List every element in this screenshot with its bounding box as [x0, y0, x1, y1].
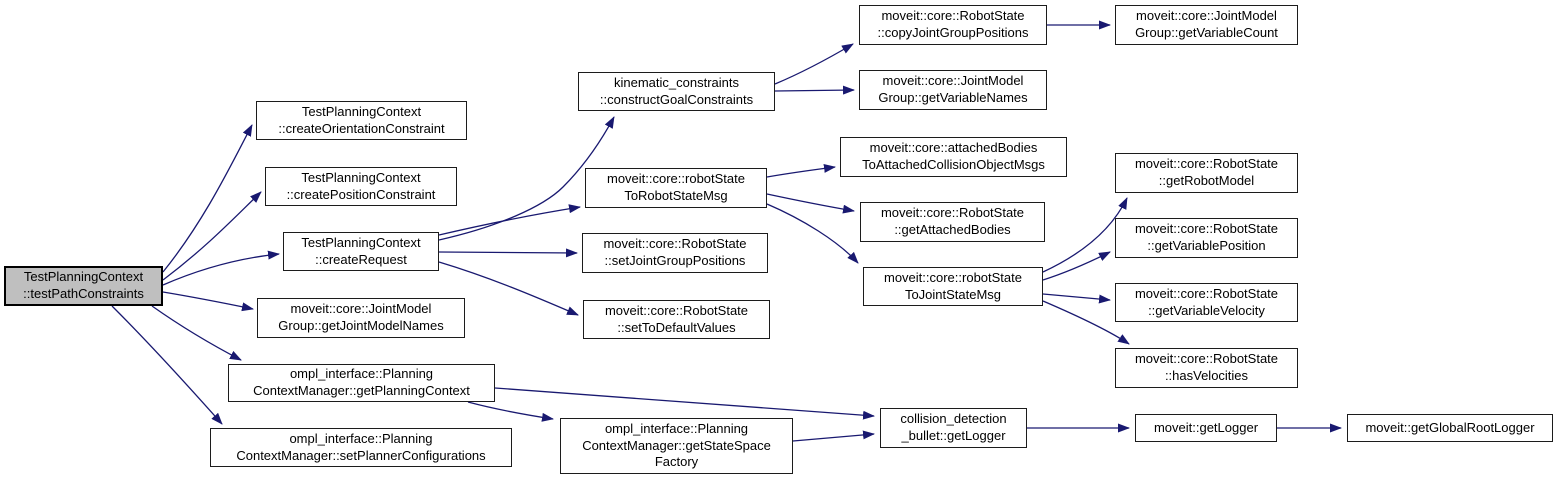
node-get-state-space-factory[interactable]: ompl_interface::Planning ContextManager:… — [560, 418, 793, 474]
edge-robot-state-to-robot-state-msg-to-attached-bodies — [766, 163, 836, 178]
edge-create-request-to-robot-state-to-robot-state-msg — [438, 204, 581, 236]
edge-construct-goal-constraints-to-get-variable-names — [774, 85, 855, 95]
node-set-joint-group-positions[interactable]: moveit::core::RobotState ::setJointGroup… — [582, 233, 768, 273]
edge-test-path-constraints-to-get-joint-model-names — [162, 291, 254, 312]
edge-get-planning-context-to-collision-detection-bullet-get-logger — [494, 387, 875, 420]
node-get-variable-names[interactable]: moveit::core::JointModel Group::getVaria… — [859, 70, 1047, 110]
node-get-variable-position[interactable]: moveit::core::RobotState ::getVariablePo… — [1115, 218, 1298, 258]
node-has-velocities[interactable]: moveit::core::RobotState ::hasVelocities — [1115, 348, 1298, 388]
edge-robot-state-to-robot-state-msg-to-robot-state-to-joint-state-msg — [766, 203, 859, 264]
edge-create-request-to-set-joint-group-positions — [438, 248, 578, 258]
node-get-robot-model[interactable]: moveit::core::RobotState ::getRobotModel — [1115, 153, 1298, 193]
node-construct-goal-constraints[interactable]: kinematic_constraints ::constructGoalCon… — [578, 72, 775, 111]
edge-robot-state-to-joint-state-msg-to-has-velocities — [1042, 300, 1130, 345]
edge-get-planning-context-to-get-state-space-factory — [467, 401, 554, 422]
edge-test-path-constraints-to-create-orientation-constraint — [162, 124, 253, 273]
node-create-orientation-constraint[interactable]: TestPlanningContext ::createOrientationC… — [256, 101, 467, 140]
node-attached-bodies-to-attached-collision-object-msgs[interactable]: moveit::core::attachedBodies ToAttachedC… — [840, 137, 1067, 177]
node-get-planning-context[interactable]: ompl_interface::Planning ContextManager:… — [228, 364, 495, 402]
node-create-request[interactable]: TestPlanningContext ::createRequest — [283, 232, 439, 271]
node-moveit-get-global-root-logger[interactable]: moveit::getGlobalRootLogger — [1347, 414, 1553, 442]
node-get-joint-model-names[interactable]: moveit::core::JointModel Group::getJoint… — [257, 298, 465, 338]
edge-test-path-constraints-to-create-request — [162, 250, 280, 286]
node-robot-state-to-joint-state-msg[interactable]: moveit::core::robotState ToJointStateMsg — [863, 267, 1043, 306]
node-set-to-default-values[interactable]: moveit::core::RobotState ::setToDefaultV… — [583, 300, 770, 339]
node-moveit-get-logger[interactable]: moveit::getLogger — [1135, 414, 1277, 442]
node-collision-detection-bullet-get-logger[interactable]: collision_detection _bullet::getLogger — [880, 408, 1027, 448]
edge-robot-state-to-joint-state-msg-to-get-variable-position — [1042, 251, 1111, 281]
edge-construct-goal-constraints-to-copy-joint-group-positions — [774, 43, 854, 85]
node-get-variable-velocity[interactable]: moveit::core::RobotState ::getVariableVe… — [1115, 283, 1298, 322]
node-test-path-constraints: TestPlanningContext ::testPathConstraint… — [4, 266, 163, 306]
node-set-planner-configurations[interactable]: ompl_interface::Planning ContextManager:… — [210, 428, 512, 467]
node-copy-joint-group-positions[interactable]: moveit::core::RobotState ::copyJointGrou… — [859, 5, 1047, 45]
edge-robot-state-to-joint-state-msg-to-get-robot-model — [1042, 197, 1128, 273]
node-get-attached-bodies[interactable]: moveit::core::RobotState ::getAttachedBo… — [860, 202, 1045, 242]
edge-create-request-to-set-to-default-values — [438, 261, 579, 316]
edge-create-request-to-construct-goal-constraints — [438, 116, 615, 241]
edge-test-path-constraints-to-set-planner-configurations — [111, 305, 223, 425]
node-robot-state-to-robot-state-msg[interactable]: moveit::core::robotState ToRobotStateMsg — [585, 168, 767, 208]
node-create-position-constraint[interactable]: TestPlanningContext ::createPositionCons… — [265, 167, 457, 206]
edge-get-state-space-factory-to-collision-detection-bullet-get-logger — [792, 430, 875, 442]
edge-test-path-constraints-to-create-position-constraint — [162, 191, 262, 281]
edge-robot-state-to-robot-state-msg-to-get-attached-bodies — [766, 193, 855, 214]
node-get-variable-count[interactable]: moveit::core::JointModel Group::getVaria… — [1115, 5, 1298, 45]
edge-test-path-constraints-to-get-planning-context — [151, 305, 242, 361]
edge-robot-state-to-joint-state-msg-to-get-variable-velocity — [1042, 293, 1111, 304]
